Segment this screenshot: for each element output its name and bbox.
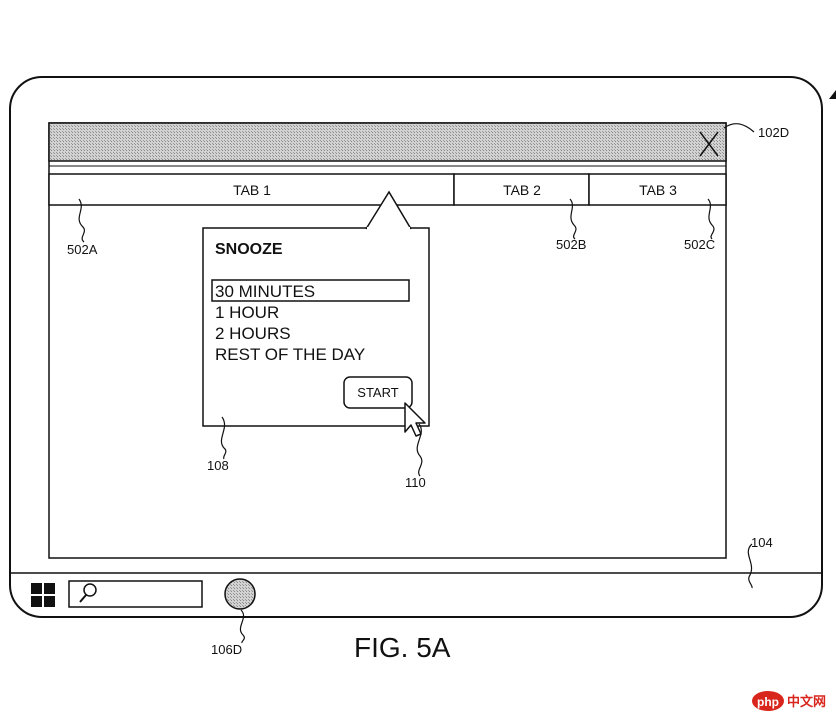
start-button-label: START (357, 385, 398, 400)
tab-1-label: TAB 1 (233, 182, 271, 198)
lead-lines (78, 123, 755, 644)
watermark-site: 中文网 (787, 694, 826, 709)
ref-label-110: 110 (405, 475, 426, 490)
windows-logo-icon[interactable] (31, 583, 55, 607)
taskbar-search-box[interactable] (68, 580, 203, 608)
start-button[interactable] (343, 376, 413, 409)
lead-line-106D (239, 609, 245, 644)
snooze-title: SNOOZE (215, 241, 283, 258)
device-outline (9, 76, 823, 618)
lead-line-110 (416, 423, 423, 477)
lead-line-104 (747, 543, 753, 589)
tab-3-label: TAB 3 (639, 182, 677, 198)
lead-line-502B (569, 198, 577, 240)
mouse-cursor-icon (404, 402, 426, 437)
ref-label-102D: 102D (758, 125, 789, 140)
close-icon[interactable] (699, 131, 719, 157)
ref-label-104: 104 (751, 535, 773, 550)
title-bar[interactable] (48, 122, 727, 162)
reference-arrowhead (829, 90, 836, 99)
selected-option-highlight (211, 279, 410, 302)
tab-2-label: TAB 2 (503, 182, 541, 198)
snooze-option-1-hour[interactable]: 1 HOUR (215, 303, 279, 322)
assistant-button[interactable] (224, 578, 256, 610)
search-icon (79, 583, 97, 603)
lead-line-102D (723, 123, 755, 133)
lead-line-108 (220, 416, 227, 460)
snooze-option-rest-of-day[interactable]: REST OF THE DAY (215, 345, 365, 364)
watermark-logo: php (757, 695, 779, 709)
snooze-option-30-minutes[interactable]: 30 MINUTES (215, 282, 315, 301)
figure-caption: FIG. 5A (354, 632, 451, 663)
lead-line-502C (707, 198, 715, 240)
ref-label-108: 108 (207, 458, 229, 473)
ref-label-502C: 502C (684, 237, 715, 252)
popup-pointer (365, 190, 412, 230)
lead-line-502A (78, 198, 86, 243)
watermark: php 中文网 (752, 691, 826, 711)
snooze-option-2-hours[interactable]: 2 HOURS (215, 324, 291, 343)
tab-3[interactable] (588, 173, 727, 206)
ref-label-106D: 106D (211, 642, 242, 657)
ref-label-502A: 502A (67, 242, 98, 257)
ref-label-502B: 502B (556, 237, 586, 252)
